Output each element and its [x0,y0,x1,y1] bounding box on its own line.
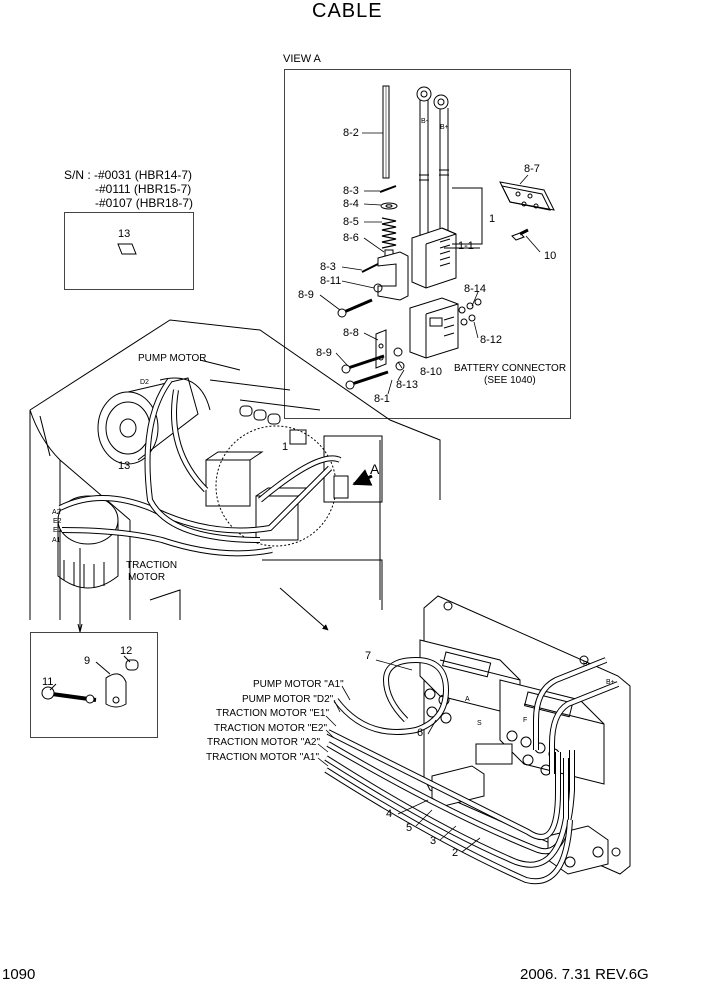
cable-part-2: 2 [452,847,459,859]
cable-pole-b-minus: B- [583,661,590,668]
cable-pole-b-plus: B+ [606,679,615,686]
part-1-1: 1-1 [458,240,474,252]
cable-leaders [317,659,481,853]
label-13-shape [117,243,137,255]
part-8-2: 8-2 [343,127,359,139]
clamp-detail-frame [30,632,158,738]
traction-motor-label-2: MOTOR [128,572,166,583]
cable-part-5: 5 [406,822,413,834]
part-8-6: 8-6 [343,232,359,244]
part-8-4: 8-4 [343,198,359,210]
part-8-3-lower: 8-3 [320,261,336,273]
cable-label-traction-a1: TRACTION MOTOR "A1" [206,752,320,763]
detail-part-9: 9 [84,655,91,667]
terminal-a2: A2 [52,509,61,516]
part-8-13: 8-13 [396,379,419,391]
battery-connector-ref: (SEE 1040) [484,375,536,386]
detail-part-11: 11 [42,676,54,688]
page-title: CABLE [312,0,383,22]
cable-part-7: 7 [365,650,372,662]
terminal-a1: A1 [52,537,61,544]
serial-part-13: 13 [118,228,131,240]
cable-part-6: 6 [417,727,424,739]
part-8-12: 8-12 [480,334,503,346]
terminal-e2: E2 [53,518,62,525]
cable-part-4: 4 [386,808,393,820]
view-a-parts [337,85,555,390]
clamp-detail-parts [41,655,139,708]
terminal-a: A [465,696,470,703]
main-cable-runs [58,378,342,557]
detail-pointer-arrow [279,587,329,631]
part-10: 10 [544,250,557,262]
terminal-e1: E1 [53,527,62,534]
pole-mark-b-minus: B- [421,118,428,125]
detail-part-12: 12 [120,645,133,657]
terminal-f: F [523,717,528,724]
revision-date: 2006. 7.31 REV.6G [520,966,649,983]
cable-part-3: 3 [430,835,437,847]
cable-bundle [324,656,620,885]
cable-label-traction-a2: TRACTION MOTOR "A2" [207,737,321,748]
terminal-s: S [477,720,482,727]
page-number: 1090 [2,966,36,983]
part-8-7: 8-7 [524,163,540,175]
view-a-marker: A [370,461,380,477]
serial-line-1: S/N : -#0031 (HBR14-7) [64,168,193,182]
battery-connector-label: BATTERY CONNECTOR [454,363,567,374]
serial-line-3: -#0107 (HBR18-7) [95,196,194,210]
view-a-title: VIEW A [283,53,321,65]
terminal-d2: D2 [140,379,149,386]
cable-label-pump-d2: PUMP MOTOR "D2" [242,694,334,705]
part-8-9: 8-9 [298,289,314,301]
view-a-frame [284,69,571,419]
view-a-arrow [352,469,373,486]
part-8-3: 8-3 [343,185,359,197]
cable-label-traction-e2: TRACTION MOTOR "E2" [214,723,328,734]
cable-label-pump-a1: PUMP MOTOR "A1" [253,679,344,690]
part-1-main: 1 [282,441,289,453]
part-8-8: 8-8 [343,327,359,339]
serial-detail-frame [64,212,194,290]
cable-label-traction-e1: TRACTION MOTOR "E1" [216,708,330,719]
part-8-9-lower: 8-9 [316,347,332,359]
serial-line-2: -#0111 (HBR15-7) [95,182,192,196]
pole-mark-b-plus: B+ [440,124,449,131]
part-8-1: 8-1 [374,393,390,405]
part-1-view-a: 1 [489,213,496,225]
part-8-5: 8-5 [343,216,359,228]
part-8-10: 8-10 [420,366,443,378]
part-8-14: 8-14 [464,283,487,295]
traction-motor-label-1: TRACTION [126,560,178,571]
part-13-main: 13 [118,460,131,472]
part-8-11: 8-11 [320,275,342,287]
pump-motor-label: PUMP MOTOR [138,353,207,364]
